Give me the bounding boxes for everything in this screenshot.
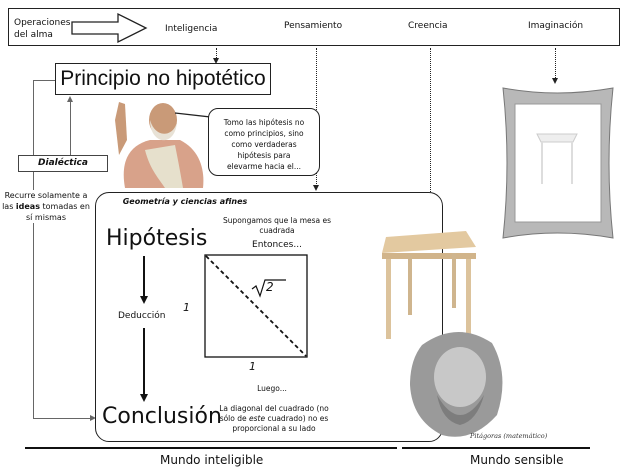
geometry-box bbox=[95, 192, 443, 442]
hypothesis-label: Hipótesis bbox=[106, 226, 208, 251]
divider-intelligible bbox=[25, 447, 397, 449]
outer-line-bottom bbox=[33, 418, 91, 419]
plato-speech-bubble: Tomo las hipótesis no como principios, s… bbox=[208, 108, 320, 176]
picture-frame-image bbox=[502, 87, 614, 239]
table-image bbox=[382, 231, 476, 339]
pythagoras-image bbox=[410, 331, 503, 437]
deduction-label: Deducción bbox=[118, 311, 166, 321]
side-bottom-label: 1 bbox=[249, 360, 256, 373]
divider-sensible bbox=[402, 447, 590, 449]
outer-line bbox=[33, 80, 34, 418]
connector-inteligencia bbox=[216, 48, 217, 60]
result-text: La diagonal del cuadrado (no sólo de est… bbox=[219, 404, 329, 433]
conclusion-label: Conclusión bbox=[102, 404, 222, 429]
world-sensible-label: Mundo sensible bbox=[470, 453, 564, 467]
connector-creencia bbox=[430, 48, 431, 208]
inner-line bbox=[70, 98, 71, 155]
arrowhead-up bbox=[67, 96, 73, 102]
pythagoras-caption: Pitágoras (matemático) bbox=[470, 432, 548, 440]
outer-line-top bbox=[33, 80, 55, 81]
world-intelligible-label: Mundo inteligible bbox=[160, 453, 264, 467]
arrowhead bbox=[140, 394, 148, 402]
right-arrow-icon bbox=[71, 12, 148, 44]
op-imaginacion: Imaginación bbox=[528, 21, 584, 31]
arrowhead bbox=[140, 296, 148, 304]
suppose-text: Supongamos que la mesa es cuadrada bbox=[222, 216, 332, 235]
deduction-arrow-2 bbox=[143, 328, 145, 396]
op-creencia: Creencia bbox=[408, 21, 448, 31]
header-label: Operaciones del alma bbox=[14, 18, 71, 40]
dialectic-description: Recurre solamente a las ideas tomadas en… bbox=[2, 190, 90, 223]
arrowhead bbox=[313, 185, 319, 191]
op-pensamiento: Pensamiento bbox=[284, 21, 343, 31]
geometry-title: Geometría y ciencias afines bbox=[122, 197, 248, 206]
op-inteligencia: Inteligencia bbox=[165, 24, 218, 34]
later-text: Luego... bbox=[257, 384, 287, 393]
arrowhead-right bbox=[90, 415, 96, 421]
square-diagram bbox=[204, 254, 308, 358]
connector-imaginacion bbox=[555, 48, 556, 78]
diagonal-label: 2 bbox=[266, 280, 274, 294]
plato-image bbox=[115, 102, 204, 188]
then-text: Entonces... bbox=[252, 240, 302, 250]
principle-box: Principio no hipotético bbox=[55, 63, 271, 95]
operations-header bbox=[8, 8, 620, 46]
dialectic-box: Dialéctica bbox=[18, 155, 108, 172]
deduction-arrow-1 bbox=[143, 256, 145, 298]
side-left-label: 1 bbox=[183, 301, 190, 314]
arrowhead bbox=[213, 58, 219, 64]
arrowhead bbox=[552, 78, 558, 84]
